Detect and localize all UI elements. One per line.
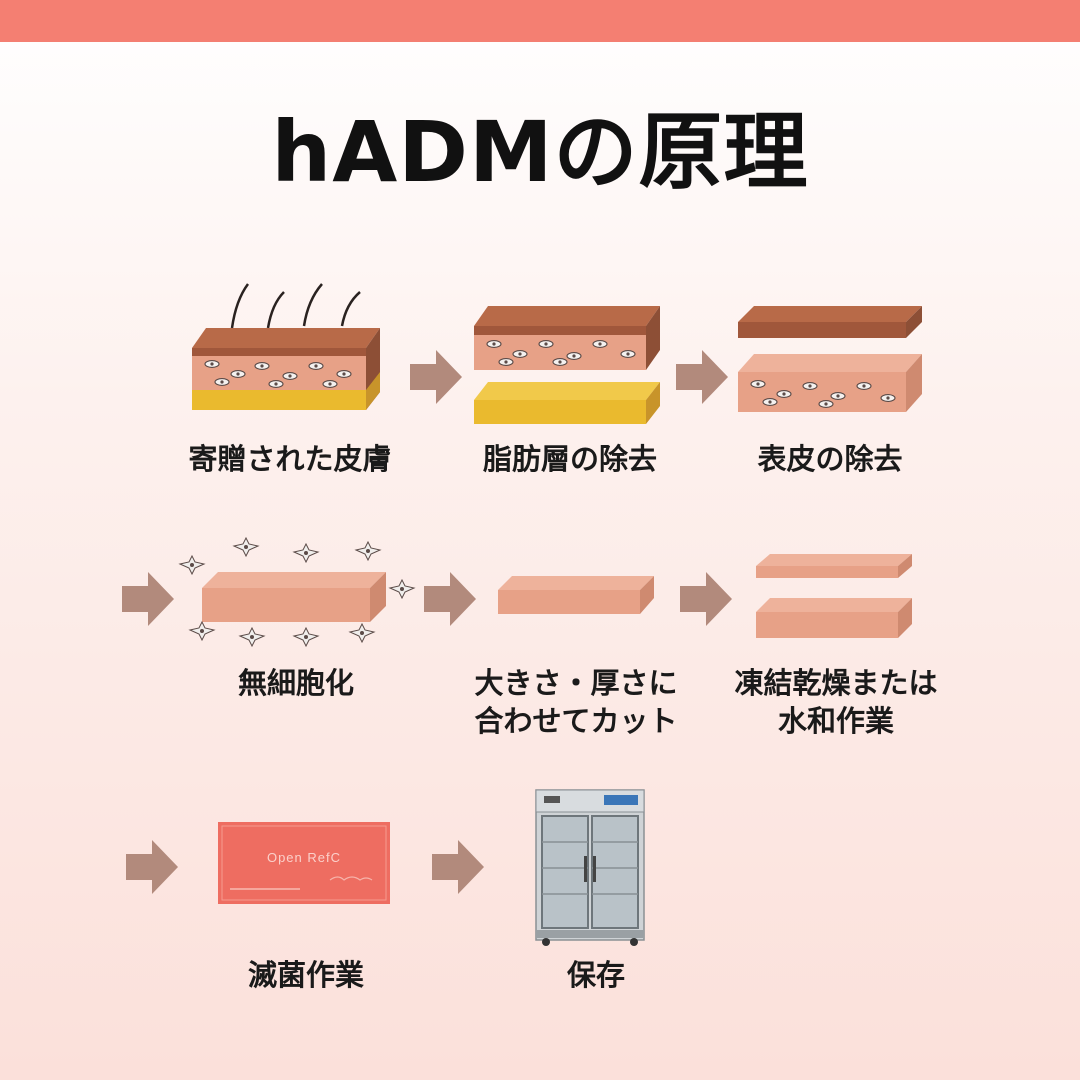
step-label-fat-removal: 脂肪層の除去 — [482, 442, 657, 476]
step-label-sterilization: 滅菌作業 — [247, 958, 364, 992]
fat-removal-illustration — [474, 306, 660, 424]
product-box-brand: Open RefC — [266, 850, 342, 865]
refrigerator-illustration — [535, 789, 645, 946]
step-label-decellularization: 無細胞化 — [237, 666, 354, 700]
step-label-donated-skin: 寄贈された皮膚 — [188, 442, 392, 476]
page-title: hADMの原理 — [271, 103, 809, 201]
decellularization-illustration — [179, 537, 415, 647]
arrow-right-icon — [432, 840, 484, 894]
arrow-right-icon — [680, 572, 732, 626]
arrow-right-icon — [676, 350, 728, 404]
step-label-storage: 保存 — [566, 958, 625, 992]
donated-skin-illustration — [192, 283, 380, 410]
step-label-epidermis-removal: 表皮の除去 — [757, 442, 903, 476]
freeze-dry-illustration — [756, 554, 912, 638]
step-label-cut-to-size: 大きさ・厚さに 合わせてカット — [474, 666, 678, 738]
arrow-right-icon — [126, 840, 178, 894]
step-label-freeze-dry: 凍結乾燥または 水和作業 — [734, 666, 938, 738]
cut-to-size-illustration — [498, 576, 654, 614]
arrow-right-icon — [424, 572, 476, 626]
product-box-illustration — [218, 822, 390, 904]
arrow-right-icon — [410, 350, 462, 404]
epidermis-removal-illustration — [738, 306, 922, 412]
arrow-right-icon — [122, 572, 174, 626]
top-accent-bar — [0, 0, 1080, 42]
